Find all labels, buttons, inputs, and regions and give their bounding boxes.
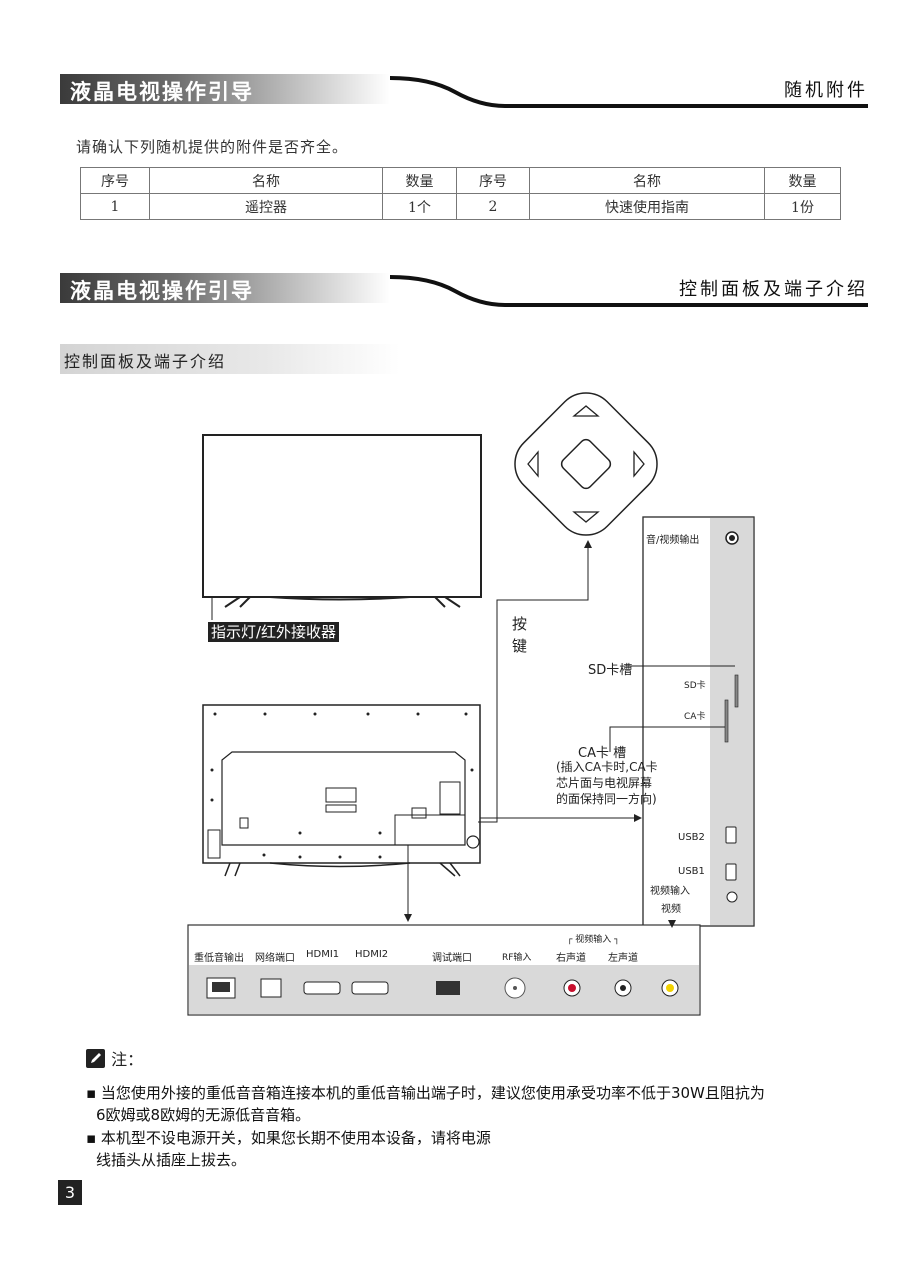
header-right-title: 控制面板及端子介绍 xyxy=(679,279,868,300)
section-header-control-panel: 液晶电视操作引导 控制面板及端子介绍 xyxy=(60,273,868,311)
keys-label-1: 按 xyxy=(512,615,528,633)
bottom-terminal-panel xyxy=(187,924,701,1016)
side-terminal-panel xyxy=(642,516,755,927)
leader-lines xyxy=(407,545,735,915)
page-number: 3 xyxy=(58,1180,82,1205)
table-cell: 1 xyxy=(80,193,150,220)
subwoofer-label: 重低音输出 xyxy=(194,953,244,964)
note-title: 注： xyxy=(111,1050,144,1069)
pencil-icon xyxy=(86,1049,105,1068)
hdmi2-label: HDMI2 xyxy=(355,949,389,960)
video-in-group-label: ┌ 视频输入 ┐ xyxy=(567,935,620,945)
header-gradient xyxy=(60,273,390,303)
table-header: 序号 xyxy=(80,167,150,194)
arrow-heads xyxy=(404,540,676,928)
note-item-2-line-2: 线插头从插座上拔去。 xyxy=(96,1151,247,1169)
usb2-label: USB2 xyxy=(678,832,705,843)
left-channel-label: 左声道 xyxy=(608,953,638,964)
subheader-title: 控制面板及端子介绍 xyxy=(64,352,227,371)
note-item-1-line-2: 6欧姆或8欧姆的无源低音音箱。 xyxy=(96,1106,311,1124)
keypad-illustration xyxy=(514,392,658,536)
note-header: 注： xyxy=(86,1046,143,1070)
indicator-label: 指示灯/红外接收器 xyxy=(208,622,340,642)
table-cell: 2 xyxy=(456,193,530,220)
ca-note-line-2: 芯片面与电视屏幕 xyxy=(556,776,653,790)
intro-text: 请确认下列随机提供的附件是否齐全。 xyxy=(76,138,349,156)
header-right-title: 随机附件 xyxy=(784,80,868,101)
usb1-label: USB1 xyxy=(678,866,705,877)
table-header: 序号 xyxy=(456,167,530,194)
right-channel-label: 右声道 xyxy=(556,953,586,964)
table-cell: 遥控器 xyxy=(149,193,383,220)
table-header: 名称 xyxy=(529,167,765,194)
note-item-2-line-1: ▪ 本机型不设电源开关，如果您长期不使用本设备，请将电源 xyxy=(86,1129,491,1147)
note-item-1-line-1: ▪ 当您使用外接的重低音音箱连接本机的重低音输出端子时，建议您使用承受功率不低于… xyxy=(86,1084,765,1102)
table-row: 1 遥控器 1个 2 快速使用指南 1份 xyxy=(80,193,841,220)
tv-front-illustration xyxy=(202,434,482,620)
video-in-label: 视频输入 xyxy=(650,886,690,897)
hdmi1-label: HDMI1 xyxy=(306,949,340,960)
sd-slot-label: SD卡槽 xyxy=(588,663,633,678)
debug-label: 调试端口 xyxy=(432,953,472,964)
table-cell: 快速使用指南 xyxy=(529,193,765,220)
header-swoosh xyxy=(389,76,868,108)
accessory-table: 序号 名称 数量 序号 名称 数量 1 遥控器 1个 2 快速使用指南 1份 xyxy=(80,167,841,220)
table-cell: 1份 xyxy=(764,193,841,220)
header-title: 液晶电视操作引导 xyxy=(70,79,254,104)
table-cell: 1个 xyxy=(382,193,457,220)
av-out-label: 音/视频输出 xyxy=(646,535,700,546)
table-header: 数量 xyxy=(382,167,457,194)
ca-slot-label: CA卡 槽 xyxy=(578,746,627,761)
ca-note-line-3: 的面保持同一方向) xyxy=(556,792,657,806)
tv-diagram xyxy=(187,392,755,1016)
network-label: 网络端口 xyxy=(255,953,295,964)
sd-card-label: SD卡 xyxy=(684,681,706,691)
subheader: 控制面板及端子介绍 xyxy=(60,344,400,374)
ca-note-line-1: (插入CA卡时,CA卡 xyxy=(556,760,658,774)
tv-back-illustration xyxy=(202,704,481,877)
header-title: 液晶电视操作引导 xyxy=(70,278,254,303)
section-header-accessories: 液晶电视操作引导 随机附件 xyxy=(60,74,868,112)
table-row: 序号 名称 数量 序号 名称 数量 xyxy=(80,167,841,194)
header-gradient xyxy=(60,74,390,104)
table-header: 数量 xyxy=(764,167,841,194)
ca-card-label: CA卡 xyxy=(684,712,706,722)
video-label: 视频 xyxy=(661,904,681,915)
rf-label: RF输入 xyxy=(502,953,532,963)
keys-label-2: 键 xyxy=(512,637,528,655)
table-header: 名称 xyxy=(149,167,383,194)
header-swoosh xyxy=(389,275,868,307)
